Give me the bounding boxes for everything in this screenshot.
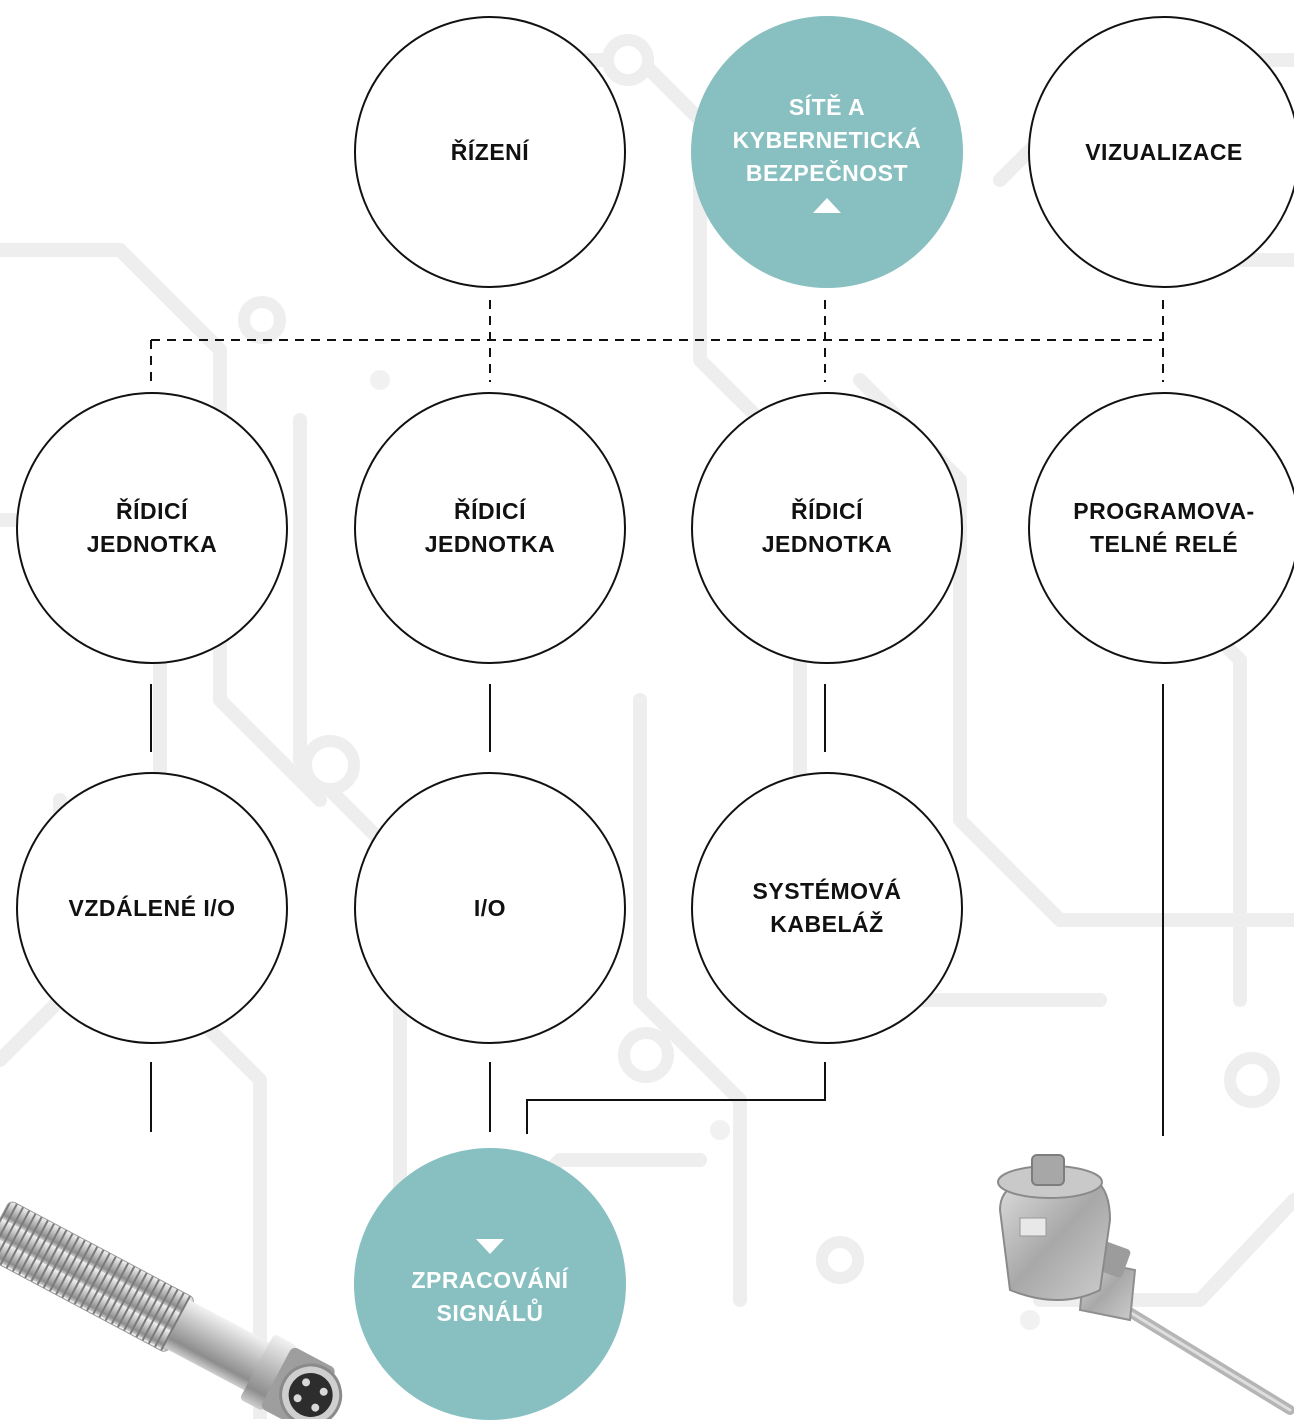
node-vzdalene-io: VZDÁLENÉ I/O <box>16 772 288 1044</box>
node-zpracovani-label: ZPRACOVÁNÍ SIGNÁLŮ <box>411 1266 569 1326</box>
node-rizeni: ŘÍZENÍ <box>354 16 626 288</box>
node-systemova-label: SYSTÉMOVÁ KABELÁŽ <box>752 878 902 937</box>
link-systemova-zpracovani <box>526 1062 826 1134</box>
node-ridici-jednotka-3: ŘÍDICÍ JEDNOTKA <box>691 392 963 664</box>
node-ridici-2-label: ŘÍDICÍ JEDNOTKA <box>424 498 556 557</box>
node-zpracovani-signalu: ZPRACOVÁNÍ SIGNÁLŮ <box>354 1148 626 1420</box>
node-io: I/O <box>354 772 626 1044</box>
node-rizeni-label: ŘÍZENÍ <box>450 138 530 165</box>
node-vizualizace: VIZUALIZACE <box>1028 16 1294 288</box>
node-io-label: I/O <box>473 894 507 921</box>
node-vizualizace-label: VIZUALIZACE <box>1085 138 1243 165</box>
proximity-sensor-image <box>0 1201 343 1419</box>
node-site-kyberneticka-bezpecnost: SÍTĚ A KYBERNETICKÁ BEZPEČNOST <box>691 16 963 288</box>
node-programovatelne-rele: PROGRAMOVA- TELNÉ RELÉ <box>1028 392 1294 664</box>
node-ridici-jednotka-1: ŘÍDICÍ JEDNOTKA <box>16 392 288 664</box>
node-programovatelne-label: PROGRAMOVA- TELNÉ RELÉ <box>1073 498 1255 557</box>
triangle-down-icon <box>476 1238 504 1254</box>
node-vzdalene-io-label: VZDÁLENÉ I/O <box>68 894 236 921</box>
node-ridici-3-label: ŘÍDICÍ JEDNOTKA <box>761 498 893 557</box>
node-ridici-1-label: ŘÍDICÍ JEDNOTKA <box>86 498 218 557</box>
node-ridici-jednotka-2: ŘÍDICÍ JEDNOTKA <box>354 392 626 664</box>
node-systemova-kabelaz: SYSTÉMOVÁ KABELÁŽ <box>691 772 963 1044</box>
temperature-probe-image <box>997 1154 1294 1415</box>
node-site-label: SÍTĚ A KYBERNETICKÁ BEZPEČNOST <box>732 94 922 186</box>
triangle-up-icon <box>813 198 841 213</box>
